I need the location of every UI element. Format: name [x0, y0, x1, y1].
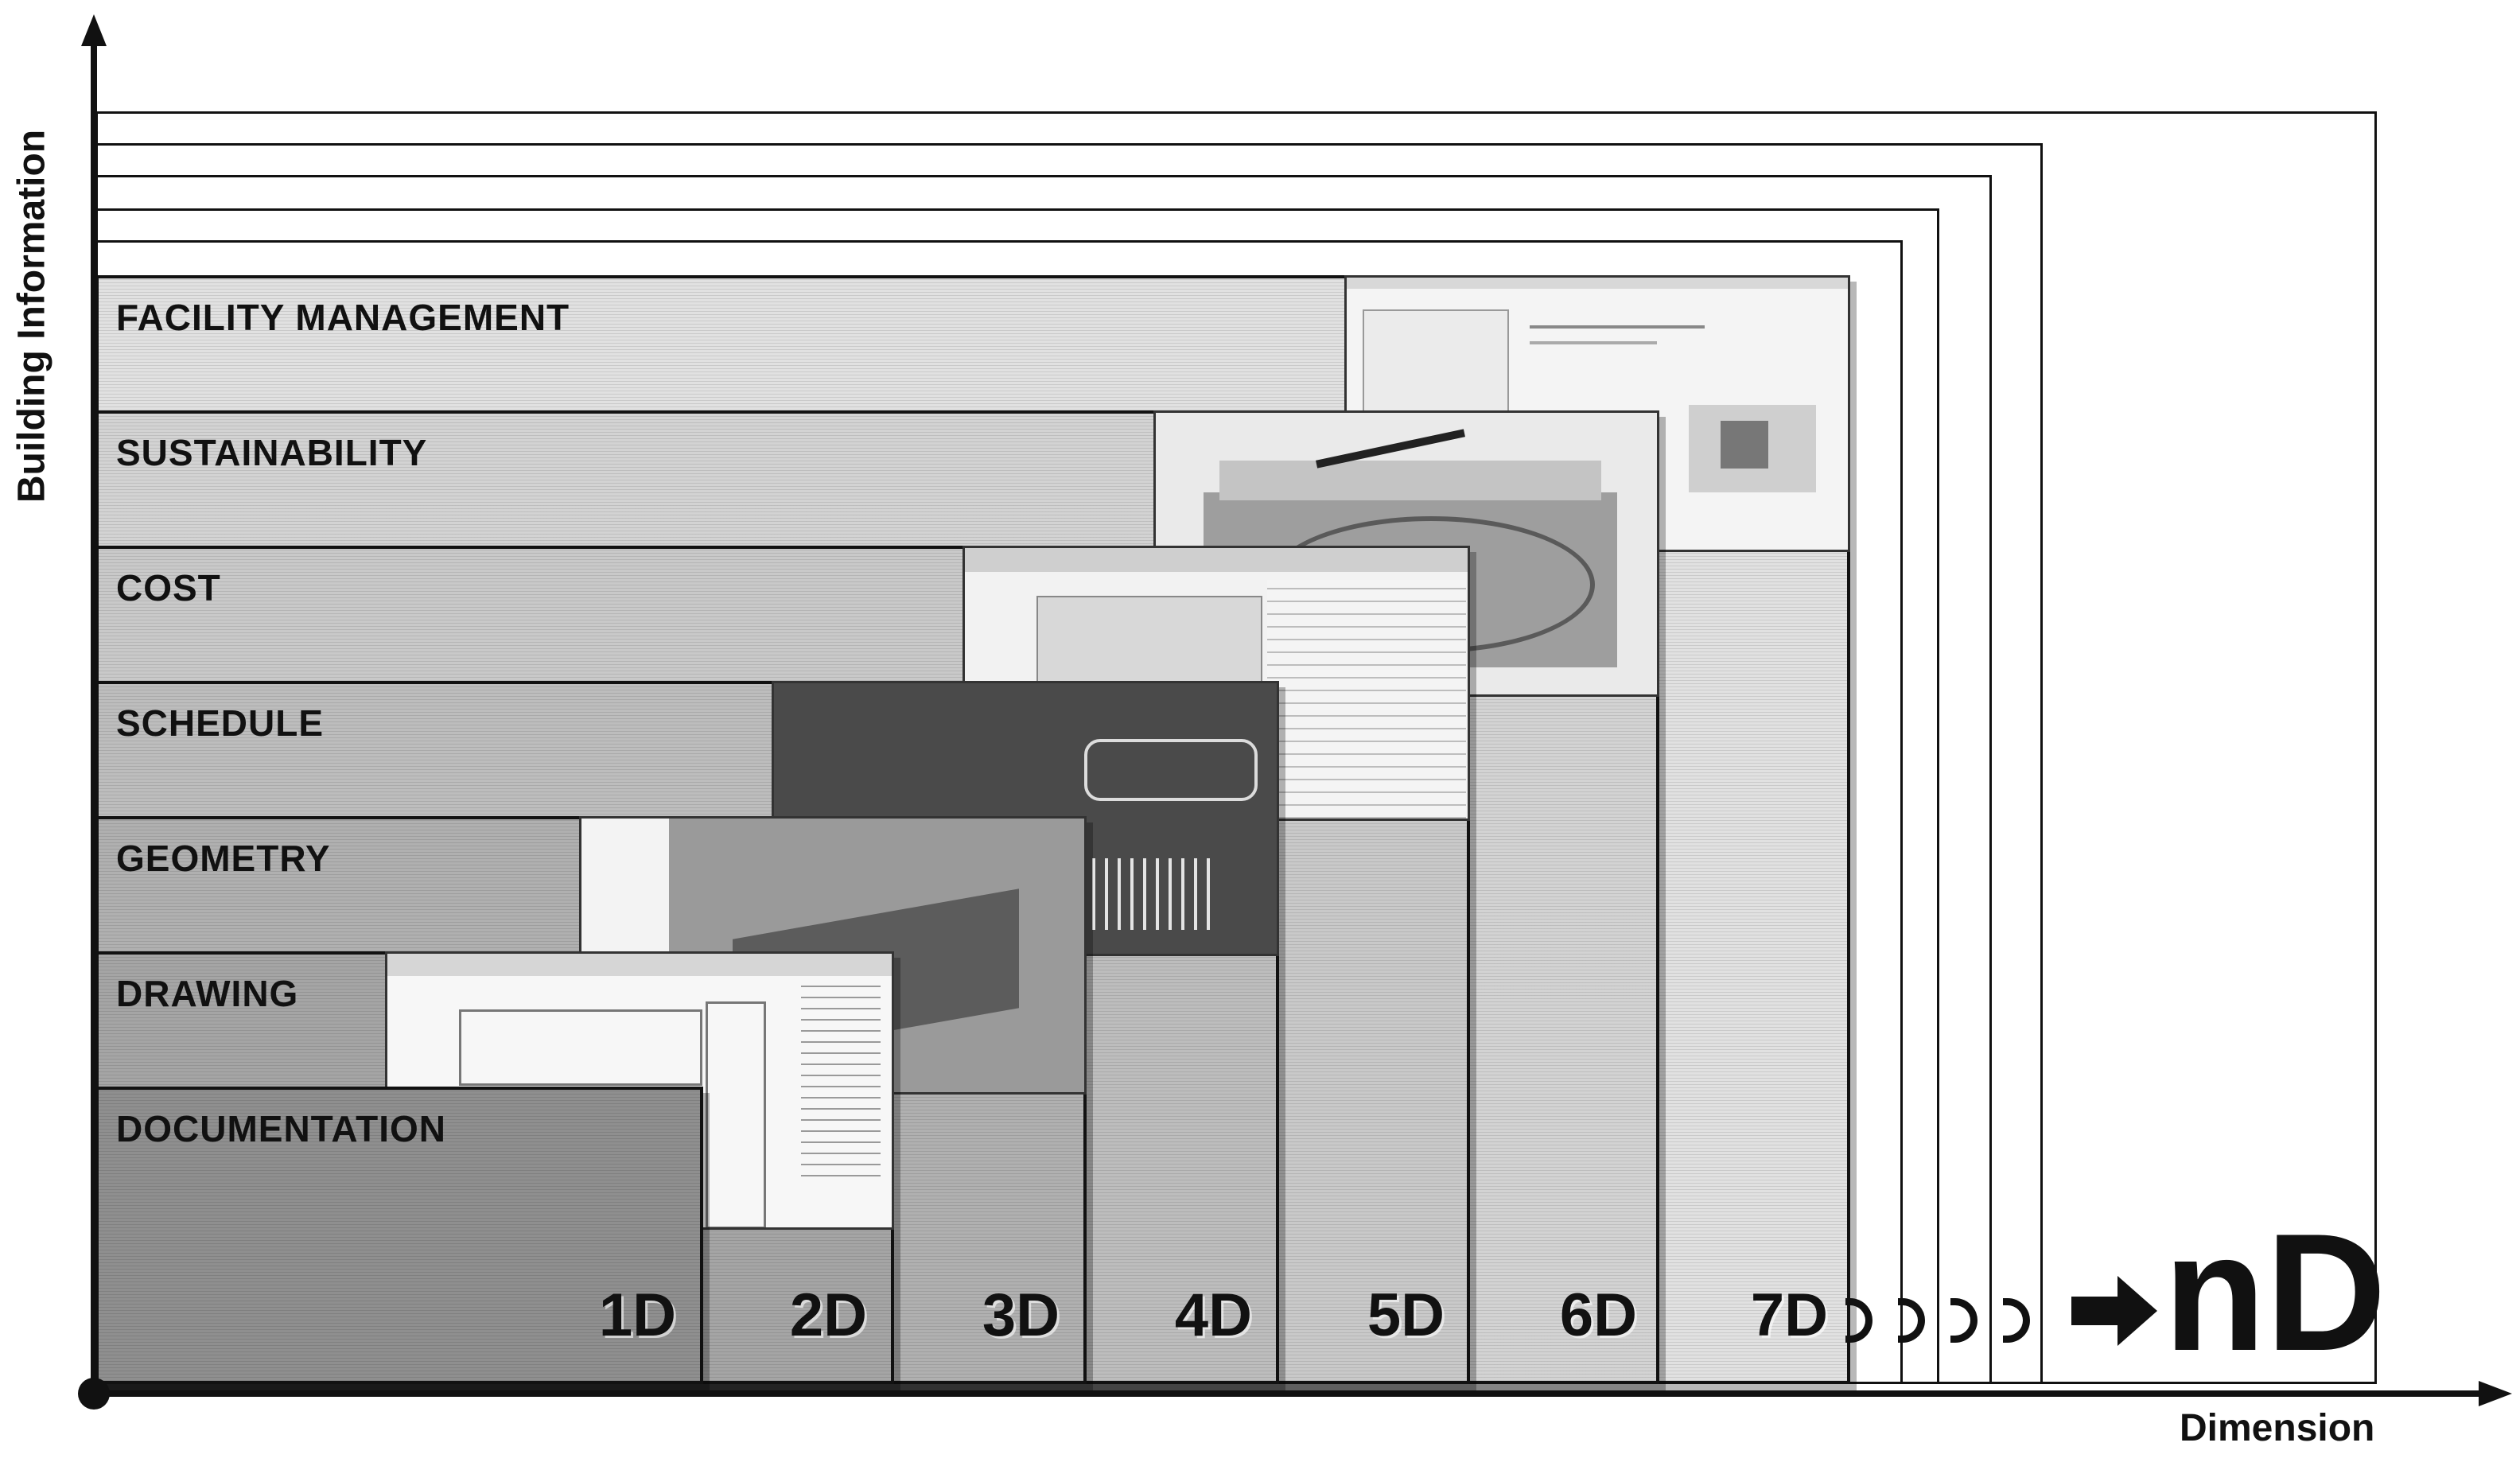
- ellipsis-mark-4: [2003, 1298, 2030, 1343]
- schedule-structure-1: [1084, 739, 1258, 801]
- layer-label-schedule: SCHEDULE: [116, 702, 325, 744]
- ellipsis-mark-3: [1950, 1298, 1978, 1343]
- dimension-label-2d: 2D: [789, 1281, 867, 1349]
- sustain-box-top: [1219, 461, 1601, 500]
- fm-line-2: [1530, 341, 1657, 344]
- drawing-toolbar: [387, 954, 892, 976]
- dimension-label-6d: 6D: [1559, 1281, 1637, 1349]
- dimension-label-1d: 1D: [598, 1281, 676, 1349]
- layer-documentation: DOCUMENTATION: [95, 1087, 703, 1384]
- dimension-label-3d: 3D: [982, 1281, 1060, 1349]
- cost-toolbar: [965, 548, 1468, 572]
- fm-line-1: [1530, 325, 1705, 329]
- dimension-label-5d: 5D: [1367, 1281, 1445, 1349]
- x-axis-label: Dimension: [2180, 1407, 2375, 1449]
- dimension-label-7d: 7D: [1750, 1281, 1828, 1349]
- dimension-label-4d: 4D: [1174, 1281, 1252, 1349]
- fm-thumb-dark: [1721, 421, 1768, 469]
- y-axis-arrowhead: [81, 14, 107, 46]
- fm-window-titlebar: [1347, 278, 1848, 289]
- axes-origin: [78, 1378, 110, 1410]
- layer-label-facility-management: FACILITY MANAGEMENT: [116, 297, 570, 338]
- layer-label-sustainability: SUSTAINABILITY: [116, 432, 428, 473]
- layer-label-geometry: GEOMETRY: [116, 838, 331, 879]
- schedule-structure-2: [1092, 858, 1211, 930]
- drawing-tree: [801, 986, 881, 1176]
- right-arrow-icon: [2071, 1276, 2157, 1346]
- cost-sheet: [1267, 580, 1466, 819]
- ellipsis-mark-1: [1845, 1298, 1872, 1343]
- layer-label-cost: COST: [116, 567, 221, 609]
- drawing-section: [706, 1001, 766, 1227]
- layer-label-documentation: DOCUMENTATION: [116, 1108, 447, 1149]
- nd-label: nD: [2164, 1199, 2386, 1386]
- drawing-plan: [459, 1009, 702, 1086]
- x-axis-arrowhead: [2479, 1381, 2512, 1406]
- ellipsis-mark-2: [1898, 1298, 1925, 1343]
- layer-label-drawing: DRAWING: [116, 973, 299, 1014]
- y-axis-label: Building Information: [10, 129, 53, 504]
